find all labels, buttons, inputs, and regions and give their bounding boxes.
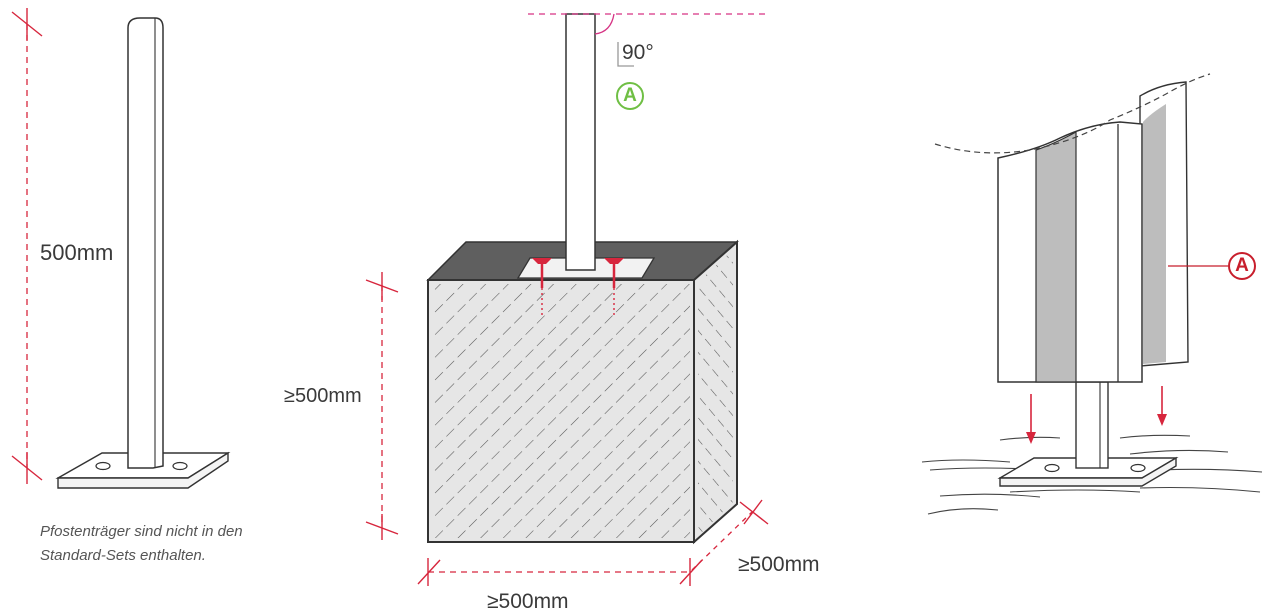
screw-right	[604, 258, 624, 318]
marker-a-green: A	[616, 82, 644, 110]
base-plate-edge	[57, 451, 229, 489]
note-text: Pfostenträger sind nicht in den Standard…	[40, 520, 243, 568]
label-angle: 90°	[622, 41, 654, 64]
post-upright	[127, 17, 164, 469]
marker-a-red: A	[1228, 252, 1256, 280]
screw-left	[532, 258, 552, 318]
post-center	[565, 13, 596, 271]
label-width-bottom: ≥500mm	[487, 590, 569, 613]
down-arrow-left	[1026, 394, 1036, 444]
label-post-height: 500mm	[40, 240, 114, 265]
fence-assembly-right	[921, 73, 1263, 515]
concrete-foundation	[365, 13, 770, 586]
bolt-hole-right	[172, 461, 188, 471]
fence-gray-plank	[1035, 130, 1077, 383]
bolt-hole-left	[95, 461, 111, 471]
down-arrow-right	[1157, 386, 1167, 426]
label-depth: ≥500mm	[284, 385, 362, 407]
note-line-2: Standard-Sets enthalten.	[40, 547, 206, 564]
post-holder-left	[11, 8, 231, 489]
note-line-1: Pfostenträger sind nicht in den	[40, 523, 243, 540]
label-width-side: ≥500mm	[738, 553, 820, 576]
